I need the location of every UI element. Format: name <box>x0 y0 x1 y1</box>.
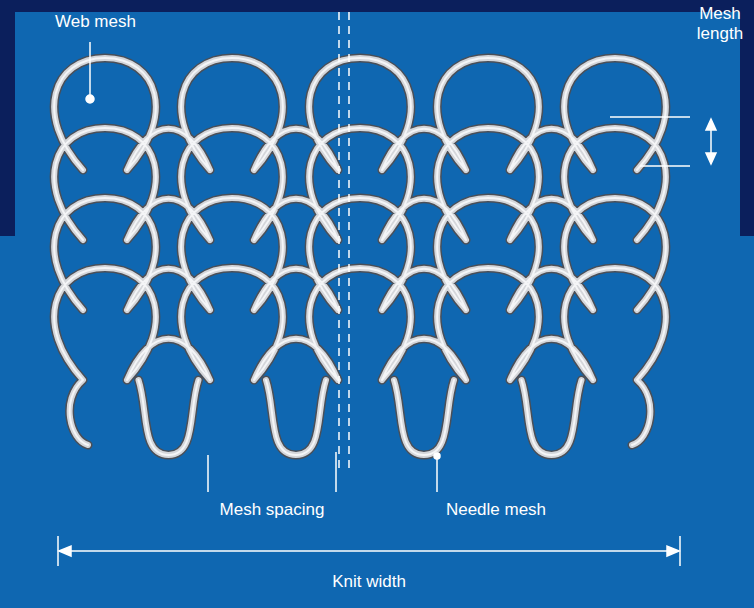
yarn-stroke <box>54 58 666 455</box>
dimension-lines <box>58 42 716 566</box>
yarn-stroke <box>54 58 666 455</box>
panel-lower <box>0 236 754 608</box>
yarn-stroke <box>54 58 666 455</box>
dimension-label: Mesh spacing <box>220 500 325 520</box>
dimension-label: Mesh length <box>690 4 750 44</box>
part-label: Needle mesh <box>446 500 546 520</box>
yarn-loops <box>54 58 666 455</box>
break-lines <box>339 12 349 470</box>
dimension-label: Knit width <box>332 572 406 592</box>
part-label: Web mesh <box>55 12 136 32</box>
